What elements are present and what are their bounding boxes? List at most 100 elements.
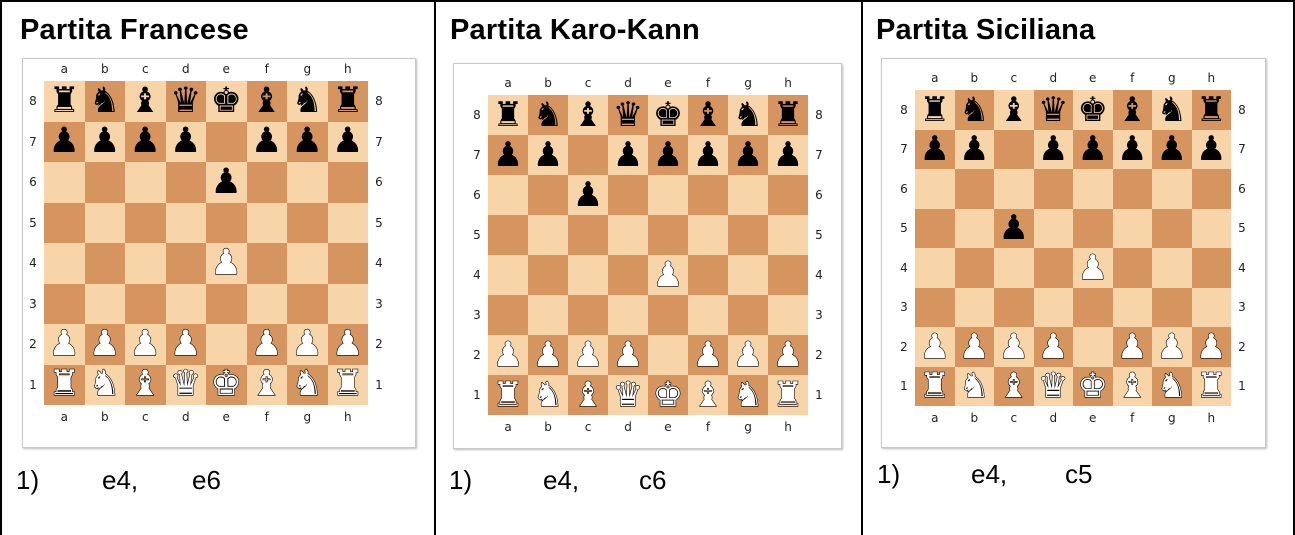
square-g2: ♟ [287,324,328,365]
rank-label: 3 [23,297,43,311]
square-d7: ♟ [166,122,207,163]
square-c3 [125,284,166,325]
square-h3 [1192,288,1232,328]
square-c2: ♟ [568,335,608,375]
rank-label: 6 [894,182,914,196]
square-a1: ♜ [488,375,528,415]
black-pawn-icon: ♟ [130,124,161,159]
white-knight-icon: ♞ [292,367,323,402]
rank-label: 5 [467,228,487,242]
file-label: g [1162,71,1182,85]
black-rook-icon: ♜ [332,84,363,119]
black-bishop-icon: ♝ [251,84,282,119]
rank-label: 1 [369,378,389,392]
file-label: f [257,62,277,76]
square-f4 [247,243,288,284]
file-label: e [658,420,678,434]
rank-label: 4 [894,261,914,275]
square-c6 [994,169,1034,209]
square-b3 [955,288,995,328]
square-f6 [688,175,728,215]
black-move: e6 [192,465,221,496]
square-e7: ♟ [1073,130,1113,170]
white-knight-icon: ♞ [959,369,989,403]
square-c5 [568,215,608,255]
rank-label: 8 [1232,103,1252,117]
rank-label: 8 [894,103,914,117]
white-pawn-icon: ♟ [130,327,161,362]
square-e8: ♚ [1073,90,1113,130]
rank-label: 1 [23,378,43,392]
rank-label: 3 [1232,300,1252,314]
rank-label: 6 [467,188,487,202]
square-g7: ♟ [728,135,768,175]
black-bishop-icon: ♝ [1117,93,1147,127]
rank-label: 3 [894,300,914,314]
square-b3 [85,284,126,325]
square-f8: ♝ [1113,90,1153,130]
square-g1: ♞ [1152,367,1192,407]
rank-label: 5 [809,228,829,242]
file-label: e [1083,411,1103,425]
chessboard-frame: ♜♞♝♛♚♝♞♜♟♟♟♟♟♟♟♟♟♟♟♟♟♟♟♟♜♞♝♛♚♝♞♜aabbccdd… [453,63,842,449]
rank-label: 5 [23,216,43,230]
square-g5 [728,215,768,255]
square-e6 [1073,169,1113,209]
rank-label: 8 [467,108,487,122]
square-c4 [994,248,1034,288]
square-f1: ♝ [247,365,288,406]
square-b6 [528,175,568,215]
file-label: b [538,76,558,90]
file-label: e [658,76,678,90]
white-king-icon: ♚ [653,378,683,412]
square-f7: ♟ [1113,130,1153,170]
square-b2: ♟ [528,335,568,375]
square-c1: ♝ [125,365,166,406]
rank-label: 3 [369,297,389,311]
square-g3 [728,295,768,335]
square-a4 [488,255,528,295]
chessboard: ♜♞♝♛♚♝♞♜♟♟♟♟♟♟♟♟♟♟♟♟♟♟♟♟♜♞♝♛♚♝♞♜ [44,81,368,405]
black-pawn-icon: ♟ [493,138,523,172]
square-c2: ♟ [994,327,1034,367]
square-f6 [247,162,288,203]
square-h2: ♟ [1192,327,1232,367]
square-g3 [287,284,328,325]
rank-label: 1 [467,388,487,402]
chessboard: ♜♞♝♛♚♝♞♜♟♟♟♟♟♟♟♟♟♟♟♟♟♟♟♟♜♞♝♛♚♝♞♜ [488,95,808,415]
black-rook-icon: ♜ [920,93,950,127]
white-rook-icon: ♜ [49,367,80,402]
black-bishop-icon: ♝ [130,84,161,119]
square-h7: ♟ [328,122,369,163]
square-c7 [994,130,1034,170]
square-b5 [528,215,568,255]
square-d5 [1034,209,1074,249]
square-d4 [166,243,207,284]
black-pawn-icon: ♟ [332,124,363,159]
rank-label: 6 [809,188,829,202]
square-g2: ♟ [1152,327,1192,367]
black-knight-icon: ♞ [1157,93,1187,127]
square-g5 [287,203,328,244]
white-move: e4, [543,465,579,496]
square-b3 [528,295,568,335]
square-a5 [44,203,85,244]
square-e2 [1073,327,1113,367]
square-b2: ♟ [955,327,995,367]
file-label: f [698,420,718,434]
opening-title: Partita Siciliana [876,14,1095,47]
square-c4 [568,255,608,295]
square-a8: ♜ [488,95,528,135]
square-c7: ♟ [125,122,166,163]
file-label: b [95,410,115,424]
square-e6 [648,175,688,215]
square-f6 [1113,169,1153,209]
rank-label: 3 [467,308,487,322]
rank-label: 7 [23,135,43,149]
black-pawn-icon: ♟ [1038,132,1068,166]
black-knight-icon: ♞ [959,93,989,127]
black-pawn-icon: ♟ [251,124,282,159]
white-bishop-icon: ♝ [130,367,161,402]
rank-label: 1 [809,388,829,402]
